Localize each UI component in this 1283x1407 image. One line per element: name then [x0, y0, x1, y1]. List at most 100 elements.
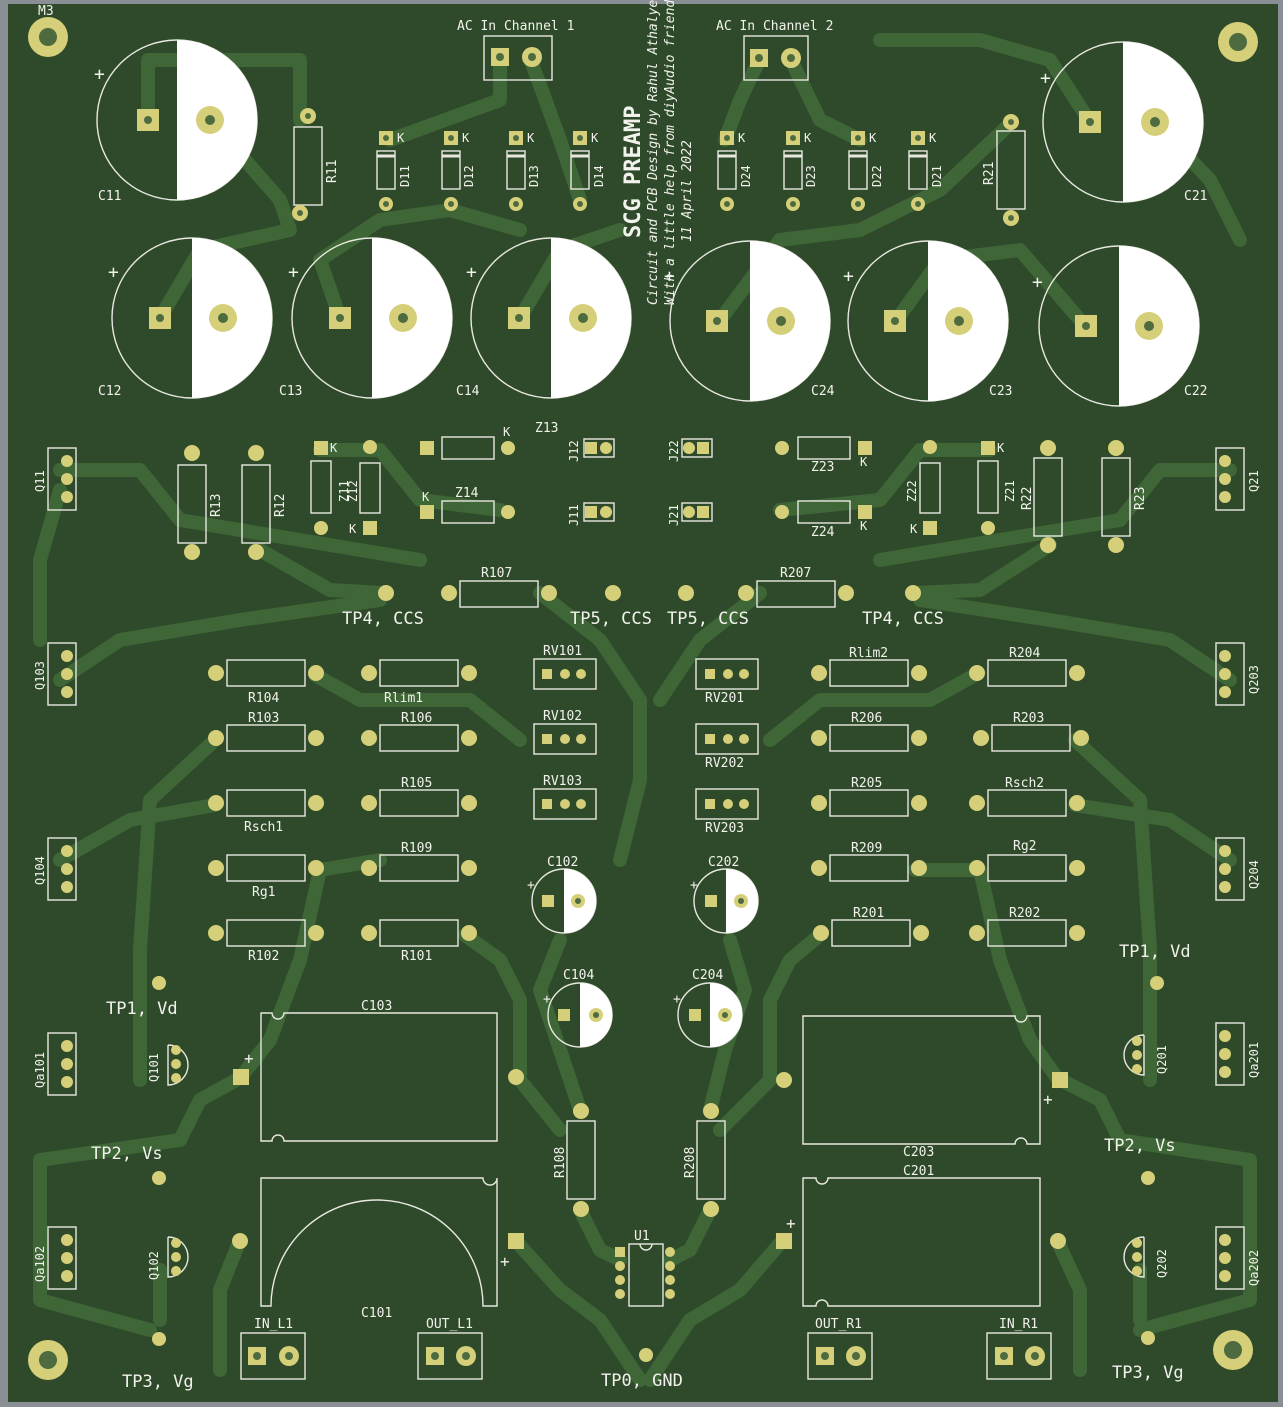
transistor-q21[interactable]: Q21	[1215, 447, 1261, 511]
resistor-rg1[interactable]: Rg1	[208, 854, 324, 900]
cap-c23[interactable]: + C23	[843, 240, 1012, 402]
resistor-r208[interactable]: R208	[683, 1103, 726, 1217]
transistor-q103[interactable]: Q103	[33, 642, 77, 706]
trimmer-rv103[interactable]: RV103	[533, 774, 597, 820]
zener-z11[interactable]: K Z11	[310, 441, 351, 535]
resistor-r101[interactable]: R101	[361, 919, 477, 964]
zener-z14[interactable]: K Z14	[420, 486, 515, 524]
trimmer-rv201[interactable]: RV201	[695, 658, 759, 706]
resistor-r11[interactable]: R11	[292, 108, 340, 221]
test-point-tp0-gnd[interactable]: TP0, GND	[601, 1348, 683, 1391]
resistor-r106[interactable]: R106	[361, 711, 477, 752]
diode-d11[interactable]: K D11	[376, 131, 412, 211]
resistor-r102[interactable]: R102	[208, 919, 324, 964]
test-point-tp5-right[interactable]: TP5, CCS	[667, 585, 749, 629]
ac-in-channel-1-connector[interactable]: AC In Channel 1	[457, 19, 574, 81]
cap-c201[interactable]: + C201	[776, 1164, 1066, 1307]
test-point-tp3-left[interactable]: TP3, Vg	[122, 1332, 194, 1392]
resistor-r21[interactable]: R21	[982, 114, 1026, 226]
zener-z13[interactable]: K Z13	[420, 421, 558, 460]
zener-z12[interactable]: K Z12	[346, 440, 381, 536]
trimmer-rv203[interactable]: RV203	[695, 788, 759, 836]
resistor-r205[interactable]: R205	[811, 776, 927, 817]
test-point-tp1-left[interactable]: TP1, Vd	[106, 976, 178, 1019]
cap-c103[interactable]: + C103	[233, 999, 524, 1142]
zener-z21[interactable]: K Z21	[977, 441, 1017, 535]
diode-d13[interactable]: K D13	[506, 131, 541, 211]
resistor-r103[interactable]: R103	[208, 711, 324, 752]
resistor-r105[interactable]: R105	[361, 776, 477, 817]
resistor-rlim2[interactable]: Rlim2	[811, 646, 927, 687]
transistor-q101[interactable]: Q101	[147, 1044, 189, 1086]
test-point-tp3-right[interactable]: TP3, Vg	[1112, 1331, 1184, 1383]
cap-c21[interactable]: + C21	[1040, 41, 1207, 204]
ac-in-channel-2-connector[interactable]: AC In Channel 2	[716, 19, 833, 81]
resistor-r204[interactable]: R204	[969, 646, 1085, 687]
cap-c102[interactable]: + C102	[527, 855, 597, 934]
resistor-r107[interactable]: R107	[441, 566, 557, 608]
resistor-r202[interactable]: R202	[969, 906, 1085, 947]
out-l1-connector[interactable]: OUT_L1	[417, 1317, 483, 1380]
test-point-tp2-right[interactable]: TP2, Vs	[1104, 1136, 1176, 1185]
diode-d22[interactable]: K D22	[848, 131, 884, 211]
jumper-j22[interactable]: J22	[667, 438, 713, 462]
zener-z24[interactable]: K Z24	[775, 500, 872, 540]
resistor-r209[interactable]: R209	[811, 841, 927, 882]
cap-c14[interactable]: + C14	[456, 237, 632, 399]
out-r1-connector[interactable]: OUT_R1	[807, 1317, 873, 1380]
jumper-j12[interactable]: J12	[567, 438, 615, 462]
transistor-q204[interactable]: Q204	[1215, 837, 1261, 901]
diode-d23[interactable]: K D23	[783, 131, 818, 211]
transistor-qa102[interactable]: Qa102	[33, 1226, 77, 1290]
test-point-tp1-right[interactable]: TP1, Vd	[1119, 942, 1191, 990]
diode-d24[interactable]: K D24	[717, 131, 753, 211]
resistor-rlim1[interactable]: Rlim1	[361, 659, 477, 706]
resistor-r109[interactable]: R109	[361, 841, 477, 882]
trimmer-rv202[interactable]: RV202	[695, 723, 759, 771]
test-point-tp4-left[interactable]: TP4, CCS	[342, 585, 424, 629]
resistor-r12[interactable]: R12	[241, 445, 288, 560]
cap-c24[interactable]: + C24	[664, 240, 835, 402]
transistor-q11[interactable]: Q11	[33, 447, 77, 511]
test-point-tp4-right[interactable]: TP4, CCS	[862, 585, 944, 629]
zener-z23[interactable]: K Z23	[775, 436, 872, 475]
transistor-q104[interactable]: Q104	[33, 837, 77, 901]
cap-c204[interactable]: + C204	[673, 968, 743, 1048]
in-r1-connector[interactable]: IN_R1	[986, 1317, 1052, 1380]
resistor-r207[interactable]: R207	[738, 566, 854, 608]
transistor-q201[interactable]: Q201	[1123, 1034, 1169, 1076]
transistor-q102[interactable]: Q102	[147, 1236, 189, 1280]
resistor-rsch2[interactable]: Rsch2	[969, 776, 1085, 817]
resistor-r104[interactable]: R104	[208, 659, 324, 706]
cap-c12[interactable]: + C12	[98, 237, 273, 399]
resistor-r203[interactable]: R203	[973, 711, 1089, 752]
diode-d12[interactable]: K D12	[441, 131, 476, 211]
transistor-qa202[interactable]: Qa202	[1215, 1226, 1261, 1290]
cap-c13[interactable]: + C13	[279, 237, 453, 399]
cap-c11[interactable]: + C11	[94, 39, 258, 204]
jumper-j11[interactable]: J11	[567, 502, 615, 526]
resistor-rg2[interactable]: Rg2	[969, 839, 1085, 882]
in-l1-connector[interactable]: IN_L1	[240, 1317, 306, 1380]
resistor-r13[interactable]: R13	[177, 445, 224, 560]
resistor-r23[interactable]: R23	[1101, 440, 1148, 553]
resistor-r108[interactable]: R108	[553, 1103, 596, 1217]
resistor-r206[interactable]: R206	[811, 711, 927, 752]
cap-c203[interactable]: + C203	[776, 1015, 1068, 1160]
ic-u1[interactable]: U1	[615, 1229, 675, 1307]
transistor-qa101[interactable]: Qa101	[33, 1032, 77, 1096]
resistor-rsch1[interactable]: Rsch1	[208, 789, 324, 835]
zener-z22[interactable]: K Z22	[905, 440, 941, 536]
resistor-r22[interactable]: R22	[1020, 440, 1063, 553]
trimmer-rv102[interactable]: RV102	[533, 709, 597, 755]
diode-d21[interactable]: K D21	[908, 131, 944, 211]
cap-c22[interactable]: + C22	[1032, 245, 1207, 407]
transistor-q202[interactable]: Q202	[1123, 1236, 1169, 1278]
jumper-j21[interactable]: J21	[667, 502, 713, 526]
test-point-tp2-left[interactable]: TP2, Vs	[91, 1144, 166, 1185]
resistor-r201[interactable]: R201	[813, 906, 929, 947]
cap-c101[interactable]: + C101	[232, 1177, 524, 1321]
transistor-qa201[interactable]: Qa201	[1215, 1022, 1261, 1086]
cap-c104[interactable]: + C104	[543, 968, 613, 1048]
cap-c202[interactable]: + C202	[690, 855, 759, 934]
